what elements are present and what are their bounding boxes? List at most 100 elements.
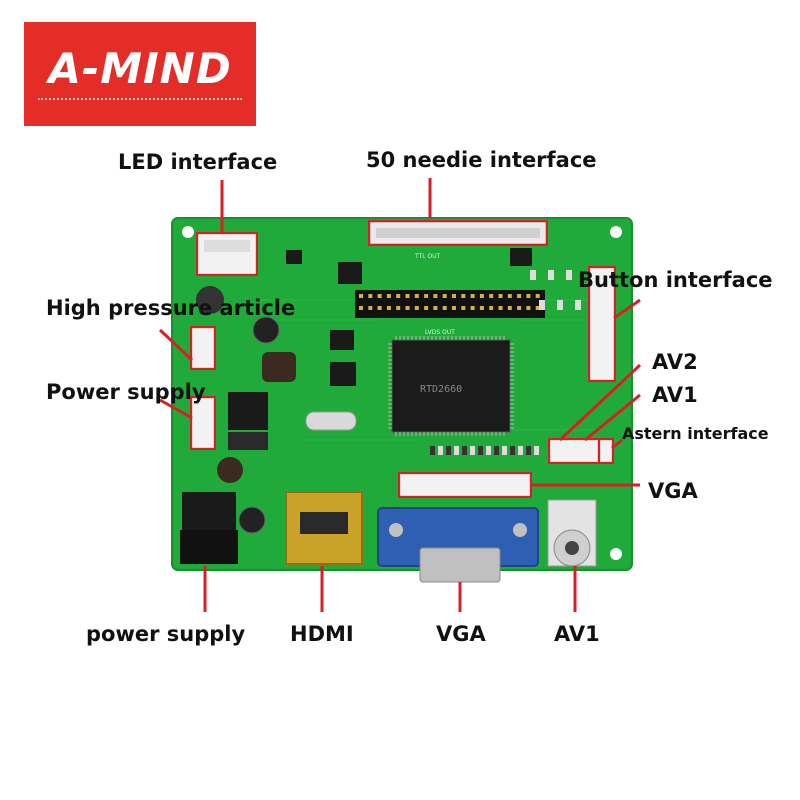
logo-text: A-MIND — [48, 44, 232, 93]
main-chip-legs — [388, 336, 514, 436]
label-high-pressure-article: High pressure article — [46, 296, 296, 320]
smd-part — [548, 270, 554, 280]
header-pin — [452, 294, 456, 298]
power-connector-side — [191, 397, 215, 449]
header-pin — [489, 306, 494, 310]
smd-components — [430, 270, 581, 455]
ic-small — [330, 330, 354, 350]
header-pin — [526, 294, 531, 298]
smd-part — [557, 300, 563, 310]
vga-port-shell — [419, 547, 501, 583]
header-pin — [479, 294, 484, 298]
pin-header-lvds — [355, 290, 545, 318]
header-pin — [368, 294, 373, 298]
silk-lvds-out: LVDS OUT — [425, 329, 455, 336]
av-connector — [549, 439, 599, 463]
header-pin — [359, 306, 363, 310]
label-vga-bottom: VGA — [436, 622, 486, 646]
label-av1-bottom: AV1 — [554, 622, 600, 646]
label-av1-right: AV1 — [652, 383, 698, 407]
main-chip-label: RTD2660 — [420, 384, 462, 395]
dc-jack-front — [180, 530, 238, 564]
pin-header-body — [355, 290, 545, 318]
header-pin — [507, 306, 512, 310]
header-pin — [517, 306, 522, 310]
label-power-supply-side: Power supply — [46, 380, 206, 404]
mounting-hole — [610, 226, 622, 238]
header-pin — [442, 294, 447, 298]
header-pin — [405, 294, 410, 298]
label-av2: AV2 — [652, 350, 698, 374]
header-pin — [452, 306, 456, 310]
hdmi-port-opening — [300, 512, 348, 534]
high-pressure-connector — [191, 327, 215, 369]
header-pin — [396, 294, 401, 298]
header-pin — [526, 306, 531, 310]
smd-part — [510, 446, 515, 455]
smd-part — [454, 446, 459, 455]
logo-divider — [38, 98, 242, 100]
smd-part — [430, 446, 435, 455]
smd-part — [446, 446, 451, 455]
smd-part — [486, 446, 491, 455]
header-pin — [442, 306, 447, 310]
smd-part — [534, 446, 539, 455]
regulator-ic — [228, 392, 268, 430]
smd-part — [478, 446, 483, 455]
header-pin — [507, 294, 512, 298]
label-hdmi: HDMI — [290, 622, 354, 646]
header-pin — [470, 306, 475, 310]
ic-small — [510, 248, 532, 266]
header-pin — [377, 306, 382, 310]
rca-jack-center — [565, 541, 579, 555]
inductor — [196, 286, 224, 314]
brand-logo: A-MIND — [24, 22, 256, 126]
smd-part — [502, 446, 507, 455]
fpc-slot — [376, 228, 540, 238]
header-pin — [517, 294, 522, 298]
power-inductor — [262, 352, 296, 382]
smd-part — [530, 270, 536, 280]
mounting-hole — [182, 226, 194, 238]
label-led-interface: LED interface — [118, 150, 278, 174]
electrolytic-capacitor — [252, 316, 280, 344]
callouts — [158, 178, 642, 612]
power-inductor-2 — [217, 457, 243, 483]
smd-part — [526, 446, 531, 455]
smd-part — [494, 446, 499, 455]
vga-header-connector — [399, 473, 531, 497]
ic-small — [338, 262, 362, 284]
header-pin — [498, 306, 503, 310]
header-pin — [461, 294, 466, 298]
header-pin — [377, 294, 382, 298]
regulator-tab — [228, 432, 268, 450]
main-chip — [391, 339, 511, 433]
ic-small — [286, 250, 302, 264]
header-pin — [368, 306, 373, 310]
header-pin — [498, 294, 503, 298]
vga-screw — [513, 523, 527, 537]
electrolytic-capacitor-2 — [238, 506, 266, 534]
header-pin — [433, 306, 438, 310]
smd-part — [539, 300, 545, 310]
header-pin — [424, 306, 429, 310]
header-pin — [386, 306, 391, 310]
label-astern-interface: Astern interface — [622, 424, 769, 443]
smd-part — [462, 446, 467, 455]
header-pin — [489, 294, 494, 298]
smd-part — [438, 446, 443, 455]
header-pin — [405, 306, 410, 310]
header-pin — [386, 294, 391, 298]
smd-part — [470, 446, 475, 455]
header-pin — [461, 306, 466, 310]
header-pin — [535, 306, 540, 310]
label-50-needle-interface: 50 needie interface — [366, 148, 597, 172]
callout-boxes — [190, 220, 616, 498]
header-pin — [414, 294, 419, 298]
header-pin — [359, 294, 363, 298]
smd-part — [518, 446, 523, 455]
label-vga-right: VGA — [648, 479, 698, 503]
header-pin — [424, 294, 429, 298]
